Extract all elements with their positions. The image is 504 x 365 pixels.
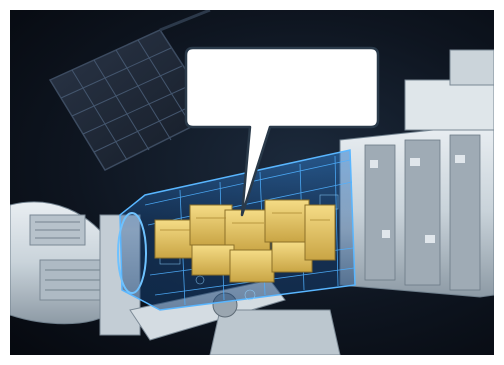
experiment-racks <box>154 199 336 283</box>
experiment-rack <box>304 204 336 261</box>
callout-bubble <box>184 46 380 217</box>
experiment-rack <box>264 199 310 243</box>
callout-label: 夢天艙8個科 學實驗櫃位置 <box>189 58 375 118</box>
station-module-right <box>339 49 494 298</box>
experiment-rack <box>154 219 196 259</box>
space-station-illustration: 夢天艙8個科 學實驗櫃位置 <box>10 10 494 355</box>
space-station-scene <box>10 10 494 355</box>
callout-line-1: 夢天艙8個科 <box>210 59 354 87</box>
callout-line-2: 學實驗櫃位置 <box>207 89 357 117</box>
experiment-rack <box>191 244 235 276</box>
experiment-rack <box>229 249 275 283</box>
